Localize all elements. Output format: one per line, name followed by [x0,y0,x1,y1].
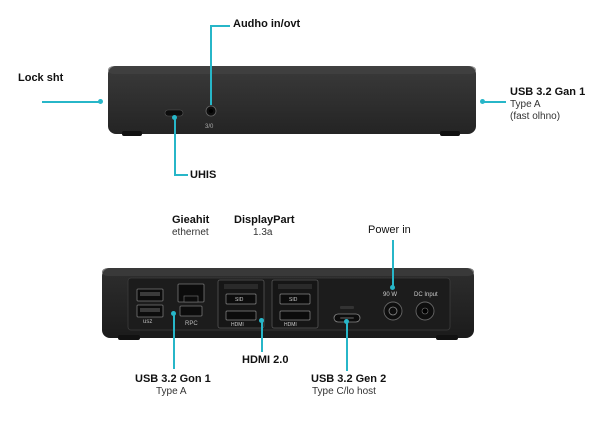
hdmi-port-icon [225,293,257,305]
label-usb-rear-c-title: USB 3.2 Gen 2 [311,373,387,385]
svg-text:usz: usz [143,319,152,325]
dc-jack-icon [415,301,435,321]
callout-line-usb-front [484,101,506,103]
hdmi-port-icon [225,310,257,321]
label-displayport-sub: 1.3a [253,227,273,238]
label-usb-front-line2: (fast olhno) [510,111,561,122]
label-usb-front-title: USB 3.2 Gan 1 [510,86,586,98]
svg-text:90 W: 90 W [383,292,397,298]
label-ethernet-sub: ethernet [172,227,209,238]
audio-jack-marking: 3/0 [205,124,214,130]
callout-line-hdmi [261,320,263,352]
ethernet-port-icon [177,283,205,303]
svg-text:RPC: RPC [185,321,198,327]
callout-line-lock [42,101,100,103]
label-usb-mid: UHIS [190,169,217,181]
label-usb-rear-a-sub: Type A [156,386,187,397]
svg-text:HDMI: HDMI [284,322,297,328]
usb-a-port-icon [179,305,203,317]
label-ethernet-title: Gieahit [172,214,210,226]
callout-line-usb-mid-h [174,174,188,176]
callout-line-audio [210,25,212,105]
audio-jack-icon [205,105,217,117]
svg-text:DC Input: DC Input [414,292,438,298]
label-power: Power in [368,224,411,236]
label-displayport-title: DisplayPart [234,214,295,226]
svg-text:SID: SID [235,297,244,303]
usb-a-port-icon [136,288,164,302]
label-hdmi: HDMI 2.0 [242,354,289,366]
callout-line-audio-h [210,25,230,27]
label-audio: Audho in/ovt [233,18,301,30]
callout-line-usb-rear-c [346,321,348,371]
label-lock: Lock sht [18,72,64,84]
usb-a-port-icon [136,304,164,318]
svg-text:HDMI: HDMI [231,322,244,328]
callout-line-usb-mid [174,118,176,174]
label-usb-rear-a-title: USB 3.2 Gon 1 [135,373,211,385]
hdmi-port-icon [279,293,311,305]
front-device-body [108,66,476,134]
power-button-icon [383,301,403,321]
label-usb-front-line1: Type A [510,99,541,110]
callout-line-usb-rear-a [173,313,175,369]
label-usb-rear-c-sub: Type C/lo host [312,386,376,397]
svg-text:SID: SID [289,297,298,303]
hdmi-port-icon [279,310,311,321]
callout-line-power [392,240,394,288]
